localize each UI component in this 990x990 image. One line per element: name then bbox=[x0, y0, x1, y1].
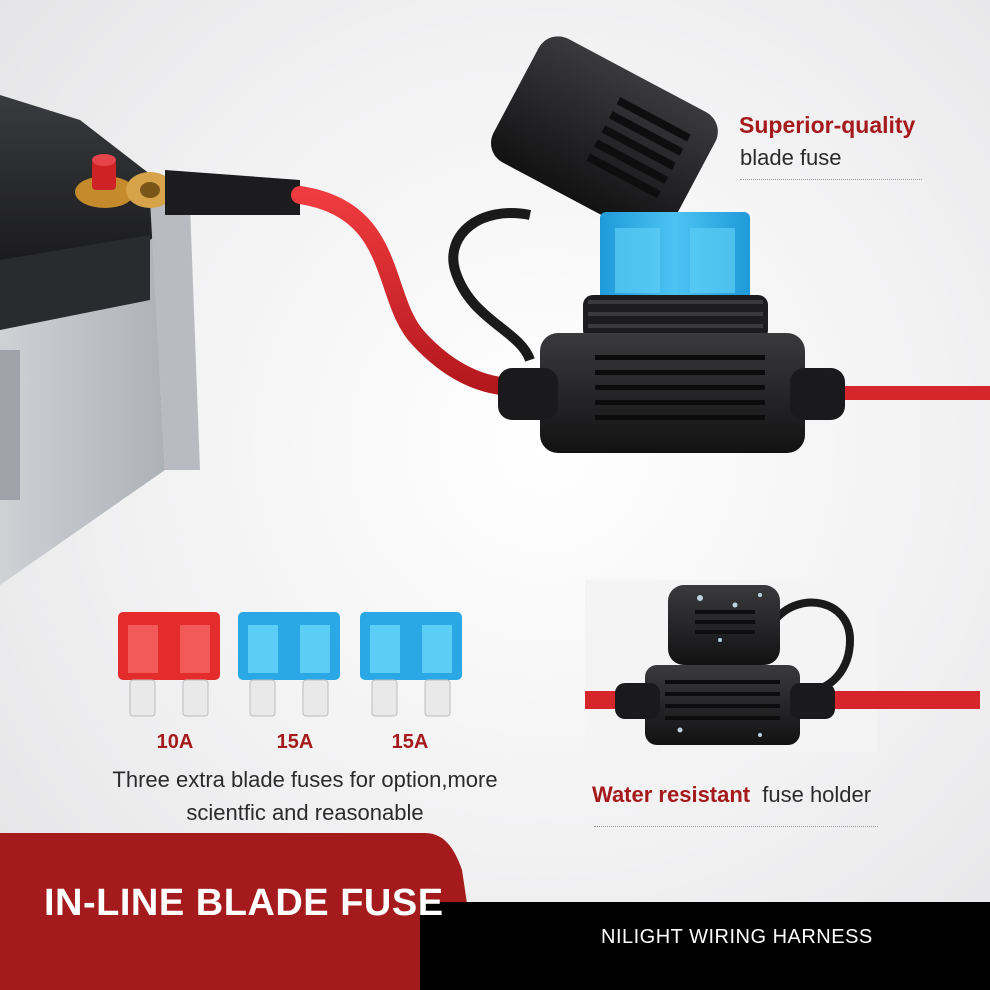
callout-top-title: Superior-quality bbox=[739, 112, 916, 138]
fuse-label-10a: 10A bbox=[156, 731, 194, 753]
fuse-label-15a-first: 15A bbox=[276, 731, 314, 753]
battery-terminal bbox=[75, 154, 300, 215]
cap-tether bbox=[448, 208, 535, 363]
extra-fuse-10a bbox=[118, 612, 220, 717]
callout-bottom: Water resistant fuse holder bbox=[592, 782, 871, 808]
red-wire bbox=[291, 186, 519, 396]
extra-fuse-15a-1 bbox=[238, 612, 340, 717]
footer-title: IN-LINE BLADE FUSE bbox=[44, 882, 444, 924]
callout-bottom-title: Water resistant bbox=[592, 782, 751, 807]
extra-fuse-15a-2 bbox=[360, 612, 462, 717]
footer-black-bar bbox=[420, 902, 990, 990]
water-resistant-inset bbox=[585, 580, 980, 752]
extra-fuses-line2: scientfic and reasonable bbox=[186, 800, 424, 825]
fuse-holder-body bbox=[498, 295, 845, 453]
footer-brand: NILIGHT WIRING HARNESS bbox=[601, 926, 873, 948]
blue-fuse-inserted bbox=[600, 212, 750, 302]
footer-red-shape bbox=[0, 833, 480, 990]
callout-top-subtitle: blade fuse bbox=[740, 145, 842, 170]
callout-top-divider bbox=[740, 179, 922, 180]
fuse-holder-cap bbox=[491, 36, 718, 239]
callout-bottom-subtitle: fuse holder bbox=[762, 782, 872, 807]
fuse-label-15a-second: 15A bbox=[391, 731, 429, 753]
callout-bottom-divider bbox=[594, 826, 878, 827]
extra-fuses-line1: Three extra blade fuses for option,more bbox=[112, 767, 498, 792]
